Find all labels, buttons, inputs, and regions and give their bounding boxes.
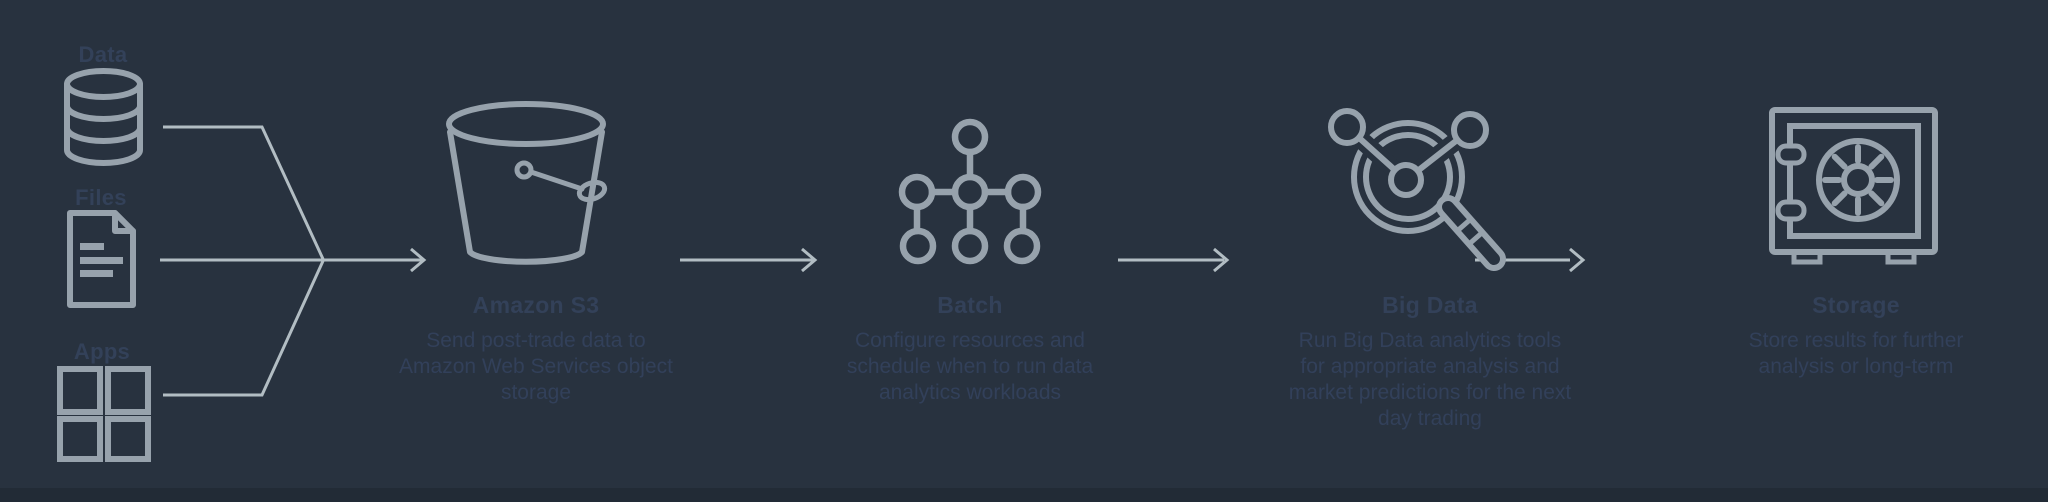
stage-title-big-data: Big Data: [1382, 292, 1478, 318]
batch-nodes-icon: [898, 118, 1042, 265]
arrow-head-2: [801, 247, 818, 273]
big-data-magnifier-icon: [1328, 108, 1506, 271]
vault-safe-icon: [1769, 107, 1938, 265]
source-label-apps: Apps: [73, 339, 131, 364]
bottom-edge-bar: [0, 488, 2048, 502]
s3-bucket-icon: [446, 101, 608, 265]
arrow-head-3: [1213, 247, 1230, 273]
stage-desc-amazon-s3: Send post-trade data to Amazon Web Servi…: [399, 329, 673, 404]
arrow-head-1: [410, 247, 427, 273]
stage-title-amazon-s3: Amazon S3: [472, 292, 600, 318]
apps-grid-icon: [57, 366, 151, 462]
stage-desc-batch: Configure resources and schedule when to…: [846, 329, 1094, 404]
stage-title-batch: Batch: [937, 292, 1003, 318]
stage-desc-storage: Store results for further analysis or lo…: [1748, 329, 1964, 378]
connector-data-line: [163, 125, 325, 260]
source-label-data: Data: [78, 42, 128, 67]
arrow-head-4: [1569, 247, 1586, 273]
stage-title-storage: Storage: [1812, 292, 1900, 318]
document-icon: [67, 210, 136, 308]
connector-lines: [160, 125, 1586, 397]
database-icon: [64, 68, 143, 166]
source-label-files: Files: [75, 185, 127, 210]
connector-apps-line: [163, 260, 325, 397]
stage-desc-big-data: Run Big Data analytics tools for appropr…: [1288, 329, 1572, 430]
